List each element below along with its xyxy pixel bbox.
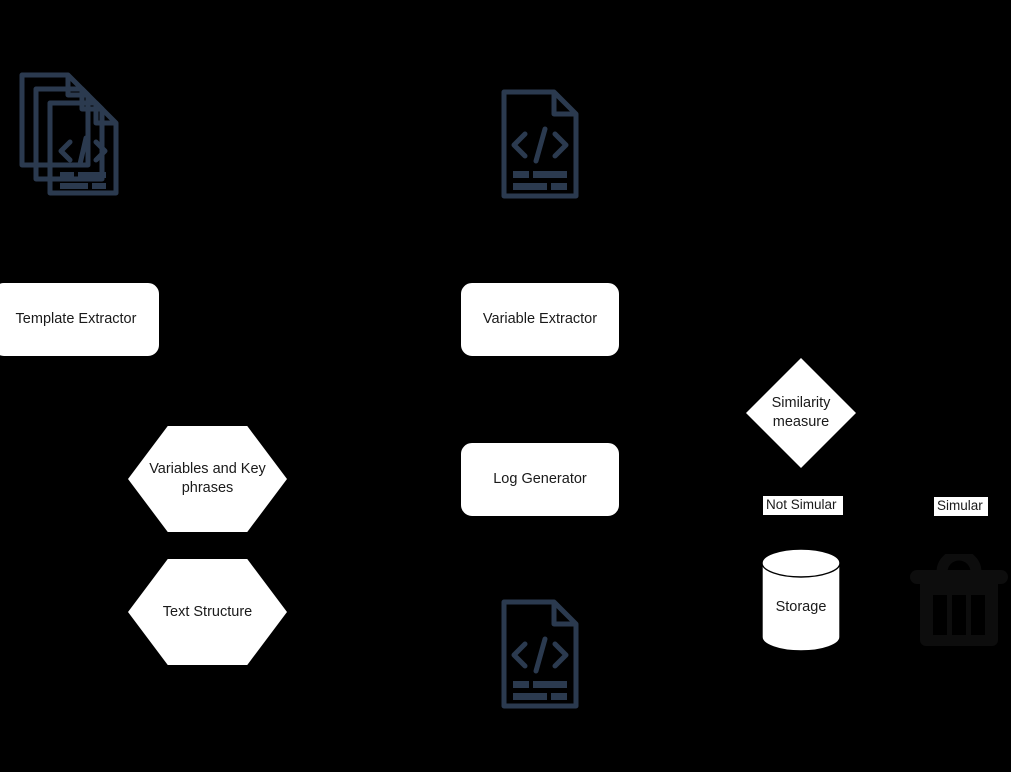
node-template-extractor[interactable]: Template Extractor — [0, 282, 160, 357]
node-label: Similarity measure — [771, 395, 831, 430]
stacked-code-documents-icon — [16, 66, 120, 200]
node-variable-extractor[interactable]: Variable Extractor — [460, 282, 620, 357]
node-label: Text Structure — [162, 603, 253, 620]
node-variables-and-key-phrases[interactable]: Variables and Key phrases — [128, 426, 287, 532]
node-label: Log Generator — [493, 471, 587, 488]
node-label: Variable Extractor — [482, 311, 598, 328]
cylinder-shape — [761, 548, 841, 652]
edge-label-simular: Simular — [934, 497, 988, 516]
hexagon-shape — [128, 559, 287, 665]
edge-label-text: Not Simular — [766, 497, 837, 512]
node-label: Variables and Key phrases — [149, 461, 266, 496]
node-text-structure[interactable]: Text Structure — [128, 559, 287, 665]
node-label: Storage — [775, 599, 827, 615]
code-document-icon — [500, 598, 580, 710]
edge-label-not-simular: Not Simular — [763, 496, 843, 515]
node-label: Template Extractor — [15, 311, 137, 328]
node-storage[interactable]: Storage — [761, 548, 841, 652]
node-similarity-measure[interactable]: Similarity measure — [746, 358, 856, 468]
edge-label-text: Simular — [937, 498, 983, 513]
node-log-generator[interactable]: Log Generator — [460, 442, 620, 517]
code-document-icon — [500, 88, 580, 200]
trash-can-icon — [908, 554, 1010, 648]
